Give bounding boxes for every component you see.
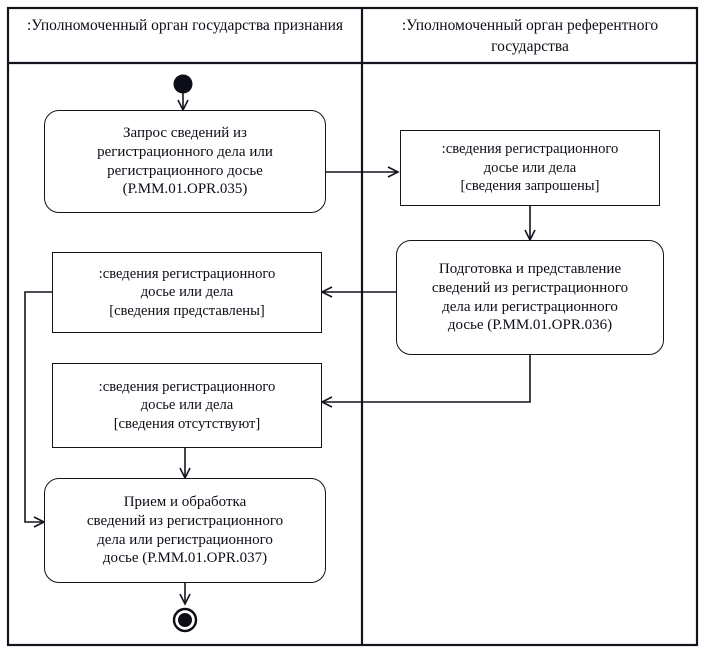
edge-provided-to-receive xyxy=(24,291,52,528)
activity-node-request[interactable]: Запрос сведений из регистрационного дела… xyxy=(44,110,326,213)
object-node-provided[interactable]: :сведения регистрационного досье или дел… xyxy=(52,252,322,333)
object-node-provided-label: :сведения регистрационного досье или дел… xyxy=(98,265,276,319)
activity-node-prepare[interactable]: Подготовка и представление сведений из р… xyxy=(396,240,664,355)
swimlane-header-right: :Уполномоченный орган референтного госуд… xyxy=(401,17,659,55)
edge-prepare-to-absent xyxy=(320,355,531,408)
initial-node xyxy=(173,74,193,94)
object-node-requested-label: :сведения регистрационного досье или дел… xyxy=(441,141,619,195)
final-node-core xyxy=(178,613,192,627)
activity-node-receive-label: Прием и обработка сведений из регистраци… xyxy=(86,493,284,567)
object-node-absent[interactable]: :сведения регистрационного досье или дел… xyxy=(52,363,322,448)
activity-node-prepare-label: Подготовка и представление сведений из р… xyxy=(431,260,629,334)
swimlane-header-left: :Уполномоченный орган государства призна… xyxy=(26,17,344,34)
object-node-requested[interactable]: :сведения регистрационного досье или дел… xyxy=(400,130,660,206)
object-node-absent-label: :сведения регистрационного досье или дел… xyxy=(98,378,276,432)
diagram-frame xyxy=(6,6,699,647)
activity-node-receive[interactable]: Прием и обработка сведений из регистраци… xyxy=(44,478,326,583)
activity-node-request-label: Запрос сведений из регистрационного дела… xyxy=(97,124,273,198)
